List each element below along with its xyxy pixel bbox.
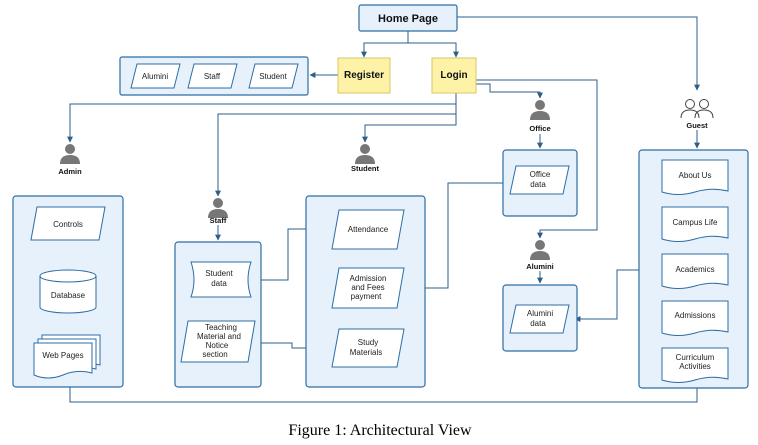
admission-line-3: payment — [351, 292, 382, 301]
student-role-label: Student — [351, 164, 379, 173]
curriculum-line-1: Curriculum — [676, 353, 715, 362]
staff-person-icon — [208, 198, 228, 218]
office-data-line-2: data — [530, 180, 546, 189]
connector-login-office — [476, 83, 543, 99]
web-pages-icon — [33, 334, 101, 379]
admin-role-label: Admin — [58, 167, 82, 176]
registration-list: Alumini Staff Student — [119, 56, 309, 96]
office-person-icon — [530, 100, 550, 120]
admission-line-2: and Fees — [351, 283, 384, 292]
register-label: Register — [344, 70, 384, 81]
guest-container: About Us Campus Life Academics Admission… — [638, 149, 749, 389]
register-node: Register — [337, 57, 391, 94]
admission-line-1: Admission — [350, 274, 387, 283]
alumini-data-node: Alumini data — [509, 304, 570, 334]
admissions-node: Admissions — [661, 300, 729, 336]
guest-role-label: Guest — [686, 121, 708, 130]
admissions-label: Admissions — [675, 311, 716, 320]
database-icon — [39, 269, 97, 314]
login-label: Login — [440, 70, 467, 81]
reg-student-label: Student — [259, 72, 287, 81]
connector-login-student — [362, 114, 457, 143]
staff-role-label: Staff — [210, 216, 227, 225]
teaching-line-2: Material and — [197, 332, 241, 341]
connector-login-admin — [67, 93, 457, 143]
database-label: Database — [51, 291, 86, 300]
alumini-data-line-1: Alumini — [527, 309, 553, 318]
academics-node: Academics — [661, 253, 729, 289]
office-role-label: Office — [529, 124, 550, 133]
staff-container: Student data Teaching Material and Notic… — [174, 241, 262, 388]
study-materials-node: Study Materials — [331, 328, 405, 368]
figure-caption: Figure 1: Architectural View — [288, 422, 472, 439]
office-container: Office data — [502, 149, 578, 217]
curriculum-line-2: Activities — [679, 362, 711, 371]
teaching-line-3: Notice — [206, 341, 229, 350]
guest-group-icon — [680, 99, 714, 119]
academics-label: Academics — [675, 265, 714, 274]
login-node: Login — [431, 57, 477, 94]
reg-alumini-label: Alumini — [142, 72, 168, 81]
student-container: Attendance Admission and Fees payment St… — [305, 195, 426, 388]
connector-guest-webpages — [67, 381, 698, 403]
connector-home-login — [408, 42, 459, 58]
connector-login-staff — [215, 104, 457, 197]
office-data-node: Office data — [509, 165, 570, 195]
admin-container: Controls Database Web Pages — [12, 195, 124, 388]
admission-fees-node: Admission and Fees payment — [331, 267, 405, 309]
controls-label: Controls — [53, 220, 83, 229]
campus-life-node: Campus Life — [661, 206, 729, 242]
office-data-line-1: Office — [530, 170, 551, 179]
teaching-material-node: Teaching Material and Notice section — [180, 320, 256, 363]
student-data-line-1: Student — [205, 269, 233, 278]
student-data-line-2: data — [211, 279, 227, 288]
home-page-node: Home Page — [358, 4, 458, 32]
web-pages-label: Web Pages — [42, 351, 83, 360]
about-us-node: About Us — [661, 159, 729, 195]
study-line-2: Materials — [350, 348, 382, 357]
reg-staff-label: Staff — [204, 72, 221, 81]
campus-life-label: Campus Life — [673, 218, 718, 227]
curriculum-node: Curriculum Activities — [661, 347, 729, 383]
student-data-node: Student data — [190, 261, 252, 298]
alumini-container: Alumini data — [502, 284, 578, 352]
about-us-label: About Us — [679, 171, 712, 180]
alumini-role-label: Alumini — [526, 262, 554, 271]
admin-person-icon — [60, 144, 80, 164]
study-line-1: Study — [358, 338, 378, 347]
alumini-data-line-2: data — [530, 319, 546, 328]
teaching-line-4: section — [202, 350, 227, 359]
connector-login-alumini — [476, 79, 598, 239]
teaching-line-1: Teaching — [205, 323, 237, 332]
attendance-label: Attendance — [348, 225, 389, 234]
connector-home-guest — [457, 16, 700, 91]
alumini-person-icon — [530, 240, 550, 260]
connector-home-register — [361, 31, 409, 58]
student-person-icon — [355, 144, 375, 164]
home-page-label: Home Page — [378, 13, 438, 25]
attendance-node: Attendance — [331, 209, 405, 250]
